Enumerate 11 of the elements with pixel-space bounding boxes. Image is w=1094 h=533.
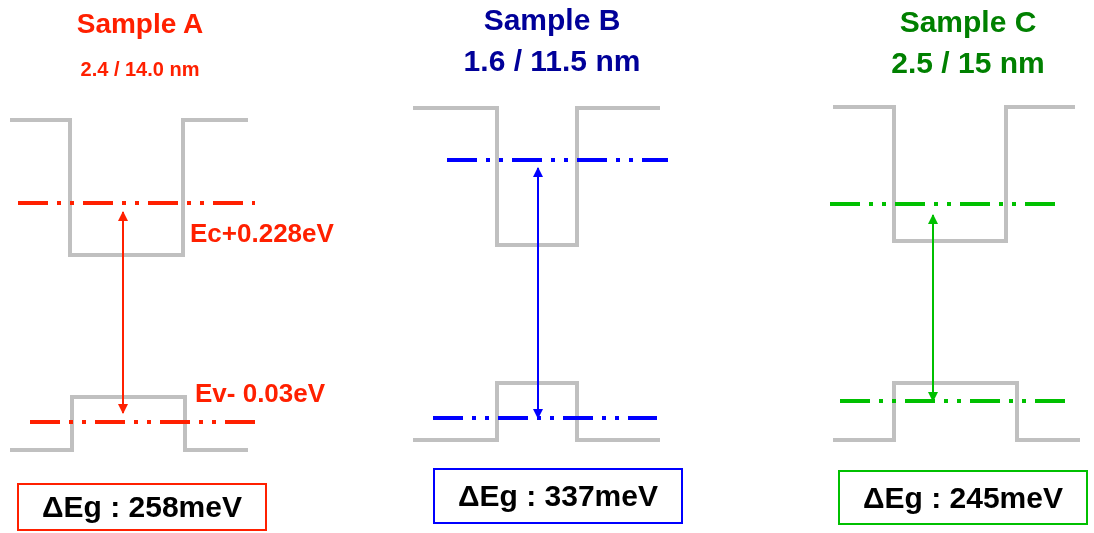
energy-level-label: Ec+0.228eV xyxy=(190,218,334,249)
sample-title: Sample C xyxy=(899,5,1037,39)
band-gap-box: ΔEg : 258meV xyxy=(17,483,267,531)
well-dimensions: 2.4 / 14.0 nm xyxy=(80,58,200,81)
sample-title: Sample A xyxy=(76,8,204,40)
band-gap-box: ΔEg : 245meV xyxy=(838,470,1088,525)
well-dimensions: 1.6 / 11.5 nm xyxy=(463,44,641,78)
well-dimensions: 2.5 / 15 nm xyxy=(891,46,1045,80)
band-gap-box: ΔEg : 337meV xyxy=(433,468,683,524)
sample-title: Sample B xyxy=(483,3,621,37)
energy-level-label: Ev- 0.03eV xyxy=(195,378,326,409)
